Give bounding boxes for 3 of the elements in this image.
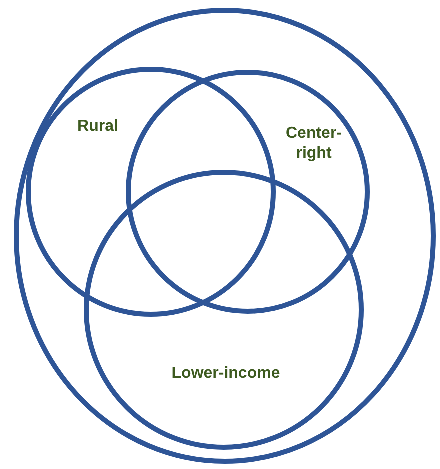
set-label: Rural (76, 117, 120, 137)
set-label: Lower-income (170, 364, 282, 384)
set-label: Center-right (284, 124, 343, 164)
